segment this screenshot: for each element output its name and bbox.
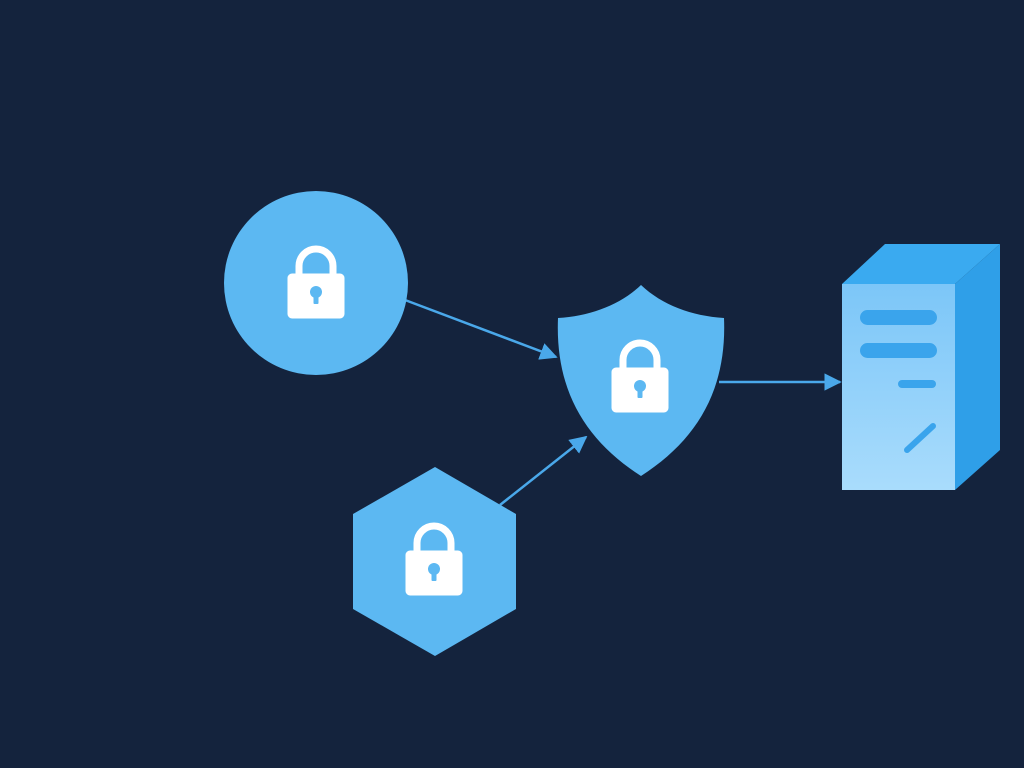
lock-icon xyxy=(288,249,344,318)
circle-node xyxy=(224,191,408,375)
connectors xyxy=(404,298,842,506)
connector-circle-to-shield xyxy=(404,298,558,360)
connector-hexagon-to-shield xyxy=(499,435,588,506)
lock-icon xyxy=(612,343,668,412)
server-node xyxy=(842,244,1000,490)
shield-node xyxy=(557,285,725,476)
lock-icon xyxy=(406,526,462,595)
hexagon-node xyxy=(353,467,516,656)
